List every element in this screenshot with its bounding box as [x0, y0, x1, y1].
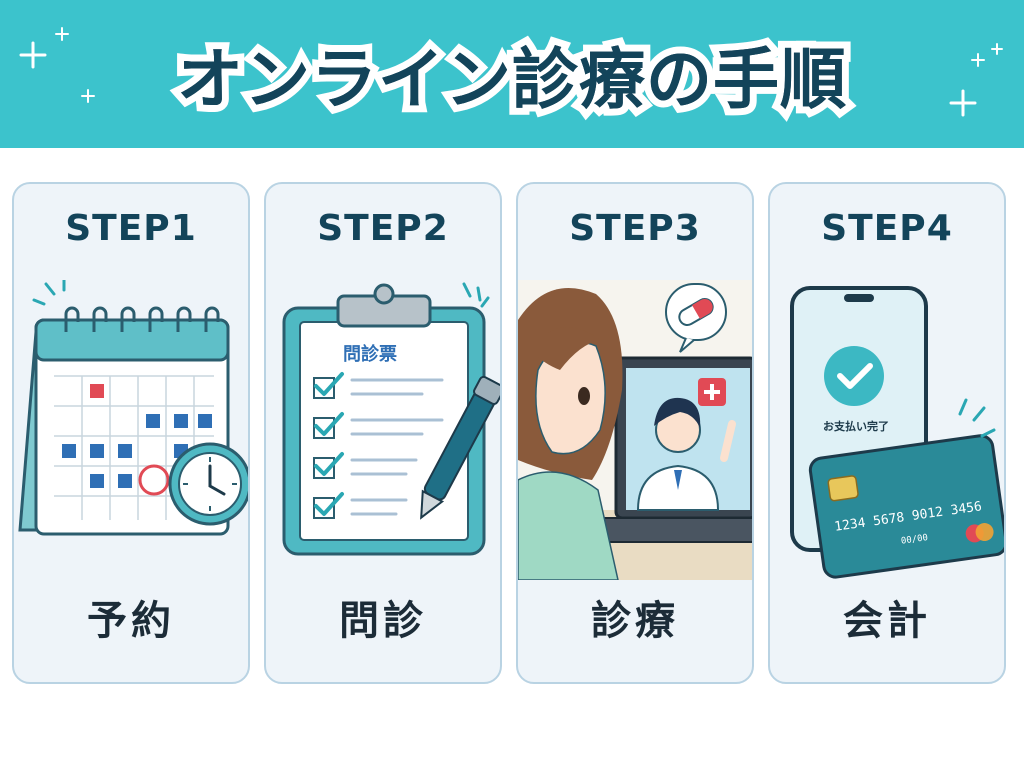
card-expiry: 00/00 [900, 533, 928, 547]
clipboard-pen-icon: 問診票 [266, 280, 500, 580]
page-title-outline: オンライン診療の手順 [170, 34, 853, 125]
step-label: STEP1 [65, 208, 197, 249]
step-label: STEP2 [317, 208, 449, 249]
step-label: STEP3 [569, 208, 701, 249]
sheet-title: 問診票 [343, 343, 397, 365]
smartphone-credit-card-icon: お支払い完了 1234 5678 9012 3456 00/00 [770, 280, 1004, 580]
step-card-3: STEP3 診療 [516, 182, 754, 684]
video-consultation-icon [518, 280, 752, 580]
page-title: オンライン診療の手順 [177, 41, 847, 118]
sparkle-icon [55, 27, 69, 41]
step-name: 予約 [87, 598, 175, 644]
sparkle-icon [81, 89, 95, 103]
sparkle-icon [949, 89, 977, 117]
step-name: 診療 [591, 598, 679, 644]
phone-status-text: お支払い完了 [823, 419, 889, 433]
sparkle-icon [19, 41, 47, 69]
sparkle-icon [971, 53, 985, 67]
step-name: 会計 [843, 598, 931, 644]
step-label: STEP4 [821, 208, 953, 249]
step-card-2: STEP2 問診票 [264, 182, 502, 684]
calendar-clock-icon [14, 280, 248, 580]
header-banner: オンライン診療の手順 オンライン診療の手順 [0, 0, 1024, 148]
sparkle-icon [991, 43, 1003, 55]
step-card-4: STEP4 お支払い完了 1234 5678 9012 3456 00/00 会… [768, 182, 1006, 684]
step-name: 問診 [339, 598, 427, 644]
step-card-1: STEP1 [12, 182, 250, 684]
